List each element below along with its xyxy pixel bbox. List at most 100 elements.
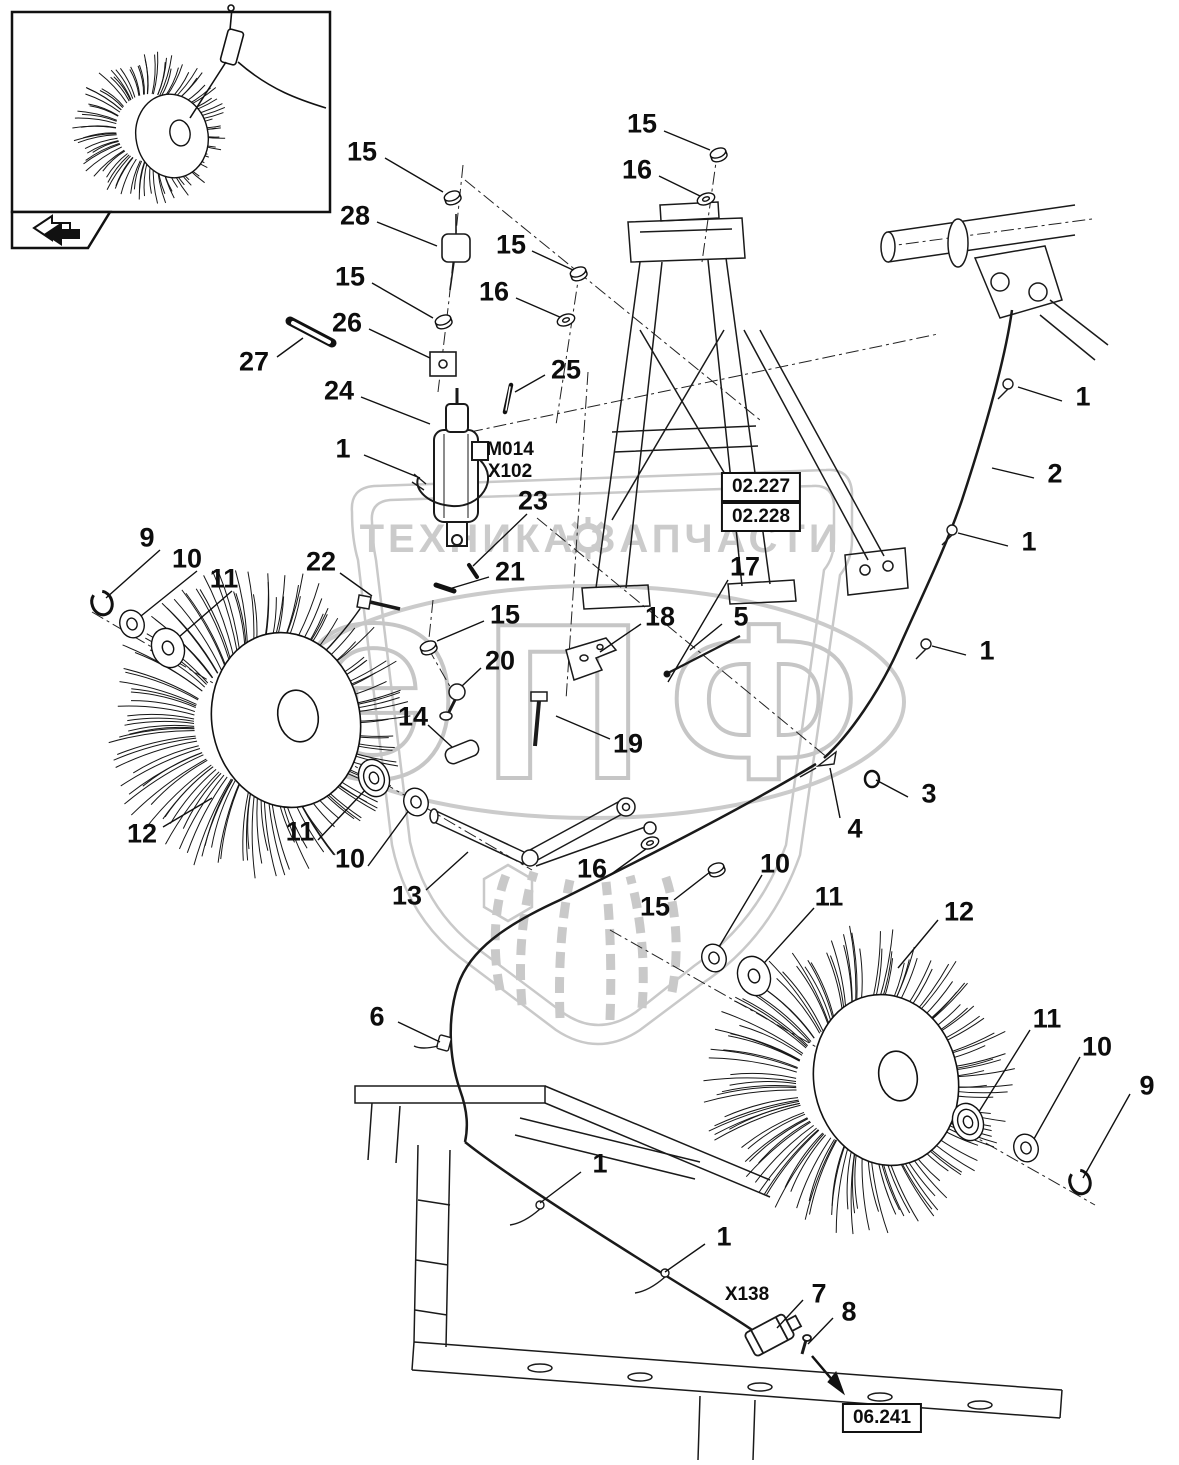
callout-12: 12	[126, 818, 158, 849]
part-26-block	[429, 351, 457, 377]
label-x138: X138	[724, 1284, 770, 1305]
right-brush-bristles	[703, 925, 1015, 1235]
part-20-ball-joint	[439, 683, 466, 721]
bearing	[357, 758, 391, 798]
nut	[419, 640, 438, 656]
part-21-pin	[433, 582, 457, 594]
snap-ring	[1068, 1168, 1092, 1196]
callout-15: 15	[639, 891, 671, 922]
inset-motor	[189, 4, 327, 119]
callout-1: 1	[592, 1148, 608, 1179]
callout-2: 2	[1047, 458, 1063, 489]
callout-1: 1	[1021, 526, 1037, 557]
callout-16: 16	[576, 853, 608, 884]
part-23-pin	[467, 563, 479, 579]
callout-17: 17	[729, 551, 761, 582]
snap-ring	[90, 589, 114, 617]
nut	[443, 190, 462, 206]
callout-15: 15	[495, 229, 527, 260]
part-19-bolt	[530, 691, 548, 747]
label-m014: M014	[486, 439, 534, 460]
callout-21: 21	[494, 556, 526, 587]
bearing	[951, 1102, 985, 1142]
part-25-pin	[502, 382, 514, 415]
part-27-pin	[285, 316, 337, 348]
washer-flat	[736, 955, 772, 997]
callout-1: 1	[716, 1221, 732, 1252]
washer-hub	[701, 943, 727, 973]
callout-25: 25	[550, 354, 582, 385]
callout-13: 13	[391, 880, 423, 911]
reference-link-02-228[interactable]: 02.228	[720, 502, 802, 532]
watermark-big-text: ЭПФ	[300, 578, 885, 826]
callout-5: 5	[733, 601, 749, 632]
callout-10: 10	[759, 848, 791, 879]
inset-box	[10, 4, 332, 250]
callout-15: 15	[489, 599, 521, 630]
callout-18: 18	[644, 601, 676, 632]
small-hardware	[90, 147, 1092, 1196]
right-brush-hub	[877, 1050, 919, 1102]
callout-14: 14	[397, 701, 429, 732]
callout-9: 9	[1139, 1070, 1155, 1101]
callout-19: 19	[612, 728, 644, 759]
right-brush	[703, 925, 1015, 1235]
part-28-damper	[441, 214, 471, 291]
callout-16: 16	[621, 154, 653, 185]
cable-right	[823, 309, 1014, 759]
label-x102: X102	[487, 461, 533, 482]
callout-1: 1	[1075, 381, 1091, 412]
nut	[434, 314, 453, 330]
callout-7: 7	[811, 1278, 827, 1309]
reference-link-06-241[interactable]: 06.241	[841, 1403, 923, 1433]
shaft-assembly	[429, 739, 657, 867]
left-brush-hub	[276, 689, 320, 743]
top-tube	[880, 204, 1109, 361]
cable-harness	[449, 762, 817, 1332]
callout-1: 1	[979, 635, 995, 666]
bottom-frame	[354, 1085, 1063, 1461]
callout-20: 20	[484, 645, 516, 676]
callout-10: 10	[334, 843, 366, 874]
callout-9: 9	[139, 522, 155, 553]
connector-x138	[744, 1313, 812, 1357]
watermark-text-right: ЗАПЧАСТИ	[590, 517, 841, 561]
nut	[707, 862, 726, 878]
part-5-pin	[663, 635, 741, 678]
part-3-ring	[863, 769, 881, 789]
cable-end-spike	[799, 750, 837, 778]
callout-15: 15	[334, 261, 366, 292]
reference-link-02-227[interactable]: 02.227	[720, 472, 802, 502]
callout-1: 1	[335, 433, 351, 464]
washer-small	[696, 192, 716, 206]
washer-hub	[403, 787, 429, 817]
harness-ties	[509, 1200, 670, 1294]
callout-15: 15	[346, 136, 378, 167]
washer-flat	[150, 627, 186, 669]
actuator	[411, 388, 490, 547]
callout-26: 26	[331, 307, 363, 338]
cable-clamps	[915, 378, 1014, 660]
inset-brush-hub	[169, 119, 191, 147]
washer-hub	[1013, 1133, 1039, 1163]
callout-10: 10	[171, 543, 203, 574]
back-arrow-icon[interactable]	[32, 214, 80, 246]
gear-icon	[567, 517, 609, 559]
callout-3: 3	[921, 778, 937, 809]
callout-11: 11	[814, 881, 844, 912]
callout-15: 15	[626, 108, 658, 139]
callout-27: 27	[238, 346, 270, 377]
part-22-bolt	[356, 594, 401, 611]
callout-22: 22	[305, 546, 337, 577]
washer-small	[556, 313, 576, 327]
callout-11: 11	[1032, 1003, 1062, 1034]
leader-lines	[105, 130, 1131, 1345]
nut	[709, 147, 728, 163]
callout-28: 28	[339, 200, 371, 231]
washer-small	[640, 836, 660, 850]
wheat-emblem	[490, 870, 681, 1021]
callout-23: 23	[517, 485, 549, 516]
nut	[569, 266, 588, 282]
